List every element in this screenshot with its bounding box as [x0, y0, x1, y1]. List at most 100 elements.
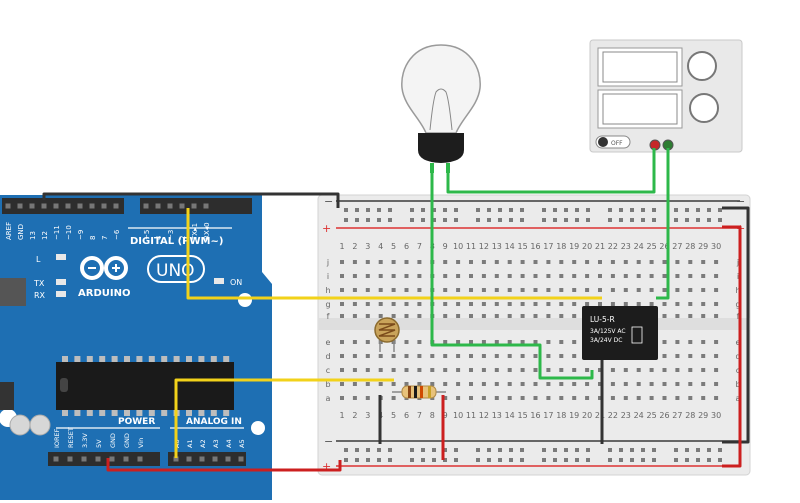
- rail-hole[interactable]: [575, 218, 579, 222]
- resistor[interactable]: [392, 385, 446, 399]
- breadboard-hole[interactable]: [340, 396, 344, 400]
- breadboard-hole[interactable]: [352, 288, 357, 292]
- breadboard-hole[interactable]: [378, 314, 383, 318]
- rail-hole[interactable]: [388, 448, 392, 452]
- breadboard-hole[interactable]: [430, 368, 435, 372]
- rail-hole[interactable]: [487, 218, 491, 222]
- photoresistor[interactable]: [374, 317, 400, 352]
- rail-hole[interactable]: [564, 218, 568, 222]
- rail-hole[interactable]: [509, 218, 513, 222]
- rail-hole[interactable]: [377, 448, 381, 452]
- wire-analog-ldr[interactable]: [174, 378, 394, 458]
- breadboard-hole[interactable]: [701, 302, 706, 306]
- breadboard-hole[interactable]: [456, 368, 461, 372]
- breadboard-hole[interactable]: [340, 288, 344, 292]
- breadboard-hole[interactable]: [688, 354, 693, 358]
- breadboard-hole[interactable]: [340, 302, 344, 306]
- breadboard-hole[interactable]: [649, 260, 654, 264]
- breadboard-hole[interactable]: [443, 354, 448, 358]
- rail-hole[interactable]: [344, 208, 348, 212]
- breadboard-hole[interactable]: [701, 260, 706, 264]
- rail-hole[interactable]: [586, 448, 590, 452]
- power-pin-hole[interactable]: [95, 456, 101, 462]
- digital-pin-hole[interactable]: [89, 203, 95, 209]
- rail-hole[interactable]: [619, 458, 623, 462]
- breadboard-hole[interactable]: [520, 368, 525, 372]
- breadboard-hole[interactable]: [456, 382, 461, 386]
- rail-hole[interactable]: [652, 218, 656, 222]
- breadboard-hole[interactable]: [469, 354, 473, 358]
- breadboard-hole[interactable]: [352, 274, 357, 278]
- rail-hole[interactable]: [410, 448, 414, 452]
- rail-hole[interactable]: [685, 208, 689, 212]
- breadboard-hole[interactable]: [636, 396, 641, 400]
- breadboard-hole[interactable]: [494, 260, 499, 264]
- breadboard-hole[interactable]: [417, 302, 422, 306]
- rail-hole[interactable]: [487, 458, 491, 462]
- rail-hole[interactable]: [542, 448, 546, 452]
- rail-hole[interactable]: [674, 458, 678, 462]
- breadboard-hole[interactable]: [430, 354, 435, 358]
- rail-hole[interactable]: [355, 218, 359, 222]
- breadboard-hole[interactable]: [533, 260, 538, 264]
- breadboard-hole[interactable]: [443, 260, 448, 264]
- breadboard-hole[interactable]: [662, 288, 667, 292]
- breadboard-hole[interactable]: [520, 340, 525, 344]
- rail-hole[interactable]: [586, 218, 590, 222]
- power-pin-hole[interactable]: [123, 456, 129, 462]
- breadboard-hole[interactable]: [404, 288, 409, 292]
- digital-pin-hole[interactable]: [203, 203, 209, 209]
- rail-hole[interactable]: [454, 208, 458, 212]
- breadboard-hole[interactable]: [546, 260, 551, 264]
- analog-pin-hole[interactable]: [199, 456, 205, 462]
- breadboard-hole[interactable]: [598, 396, 602, 400]
- breadboard-hole[interactable]: [675, 354, 680, 358]
- rail-hole[interactable]: [377, 218, 381, 222]
- rail-hole[interactable]: [498, 448, 502, 452]
- breadboard-hole[interactable]: [391, 274, 396, 278]
- rail-hole[interactable]: [696, 218, 700, 222]
- rail-hole[interactable]: [432, 208, 436, 212]
- breadboard-hole[interactable]: [404, 302, 409, 306]
- rail-hole[interactable]: [564, 208, 568, 212]
- breadboard-hole[interactable]: [507, 288, 512, 292]
- breadboard-hole[interactable]: [469, 260, 473, 264]
- breadboard-hole[interactable]: [456, 340, 461, 344]
- rail-hole[interactable]: [586, 458, 590, 462]
- breadboard-hole[interactable]: [391, 382, 396, 386]
- rail-hole[interactable]: [608, 448, 612, 452]
- breadboard-hole[interactable]: [714, 382, 719, 386]
- digital-pin-hole[interactable]: [179, 203, 185, 209]
- breadboard-hole[interactable]: [623, 274, 628, 278]
- breadboard-hole[interactable]: [688, 274, 693, 278]
- breadboard-hole[interactable]: [636, 260, 641, 264]
- breadboard-hole[interactable]: [417, 340, 422, 344]
- breadboard-hole[interactable]: [365, 260, 370, 264]
- breadboard-hole[interactable]: [675, 340, 680, 344]
- breadboard-hole[interactable]: [520, 314, 525, 318]
- breadboard-hole[interactable]: [340, 260, 344, 264]
- rail-hole[interactable]: [696, 448, 700, 452]
- breadboard-hole[interactable]: [520, 354, 525, 358]
- breadboard-hole[interactable]: [675, 314, 680, 318]
- breadboard-hole[interactable]: [688, 396, 693, 400]
- breadboard-hole[interactable]: [546, 302, 551, 306]
- breadboard-hole[interactable]: [443, 302, 448, 306]
- breadboard-hole[interactable]: [572, 288, 577, 292]
- digital-pin-hole[interactable]: [143, 203, 149, 209]
- breadboard-hole[interactable]: [520, 302, 525, 306]
- breadboard-hole[interactable]: [365, 314, 370, 318]
- breadboard-hole[interactable]: [520, 274, 525, 278]
- breadboard-hole[interactable]: [701, 368, 706, 372]
- breadboard-hole[interactable]: [701, 354, 706, 358]
- rail-hole[interactable]: [718, 458, 722, 462]
- rail-hole[interactable]: [476, 458, 480, 462]
- breadboard-hole[interactable]: [365, 302, 370, 306]
- power-pin-hole[interactable]: [81, 456, 87, 462]
- breadboard-hole[interactable]: [417, 354, 422, 358]
- breadboard-hole[interactable]: [585, 288, 590, 292]
- rail-hole[interactable]: [498, 208, 502, 212]
- rail-hole[interactable]: [344, 458, 348, 462]
- rail-hole[interactable]: [652, 208, 656, 212]
